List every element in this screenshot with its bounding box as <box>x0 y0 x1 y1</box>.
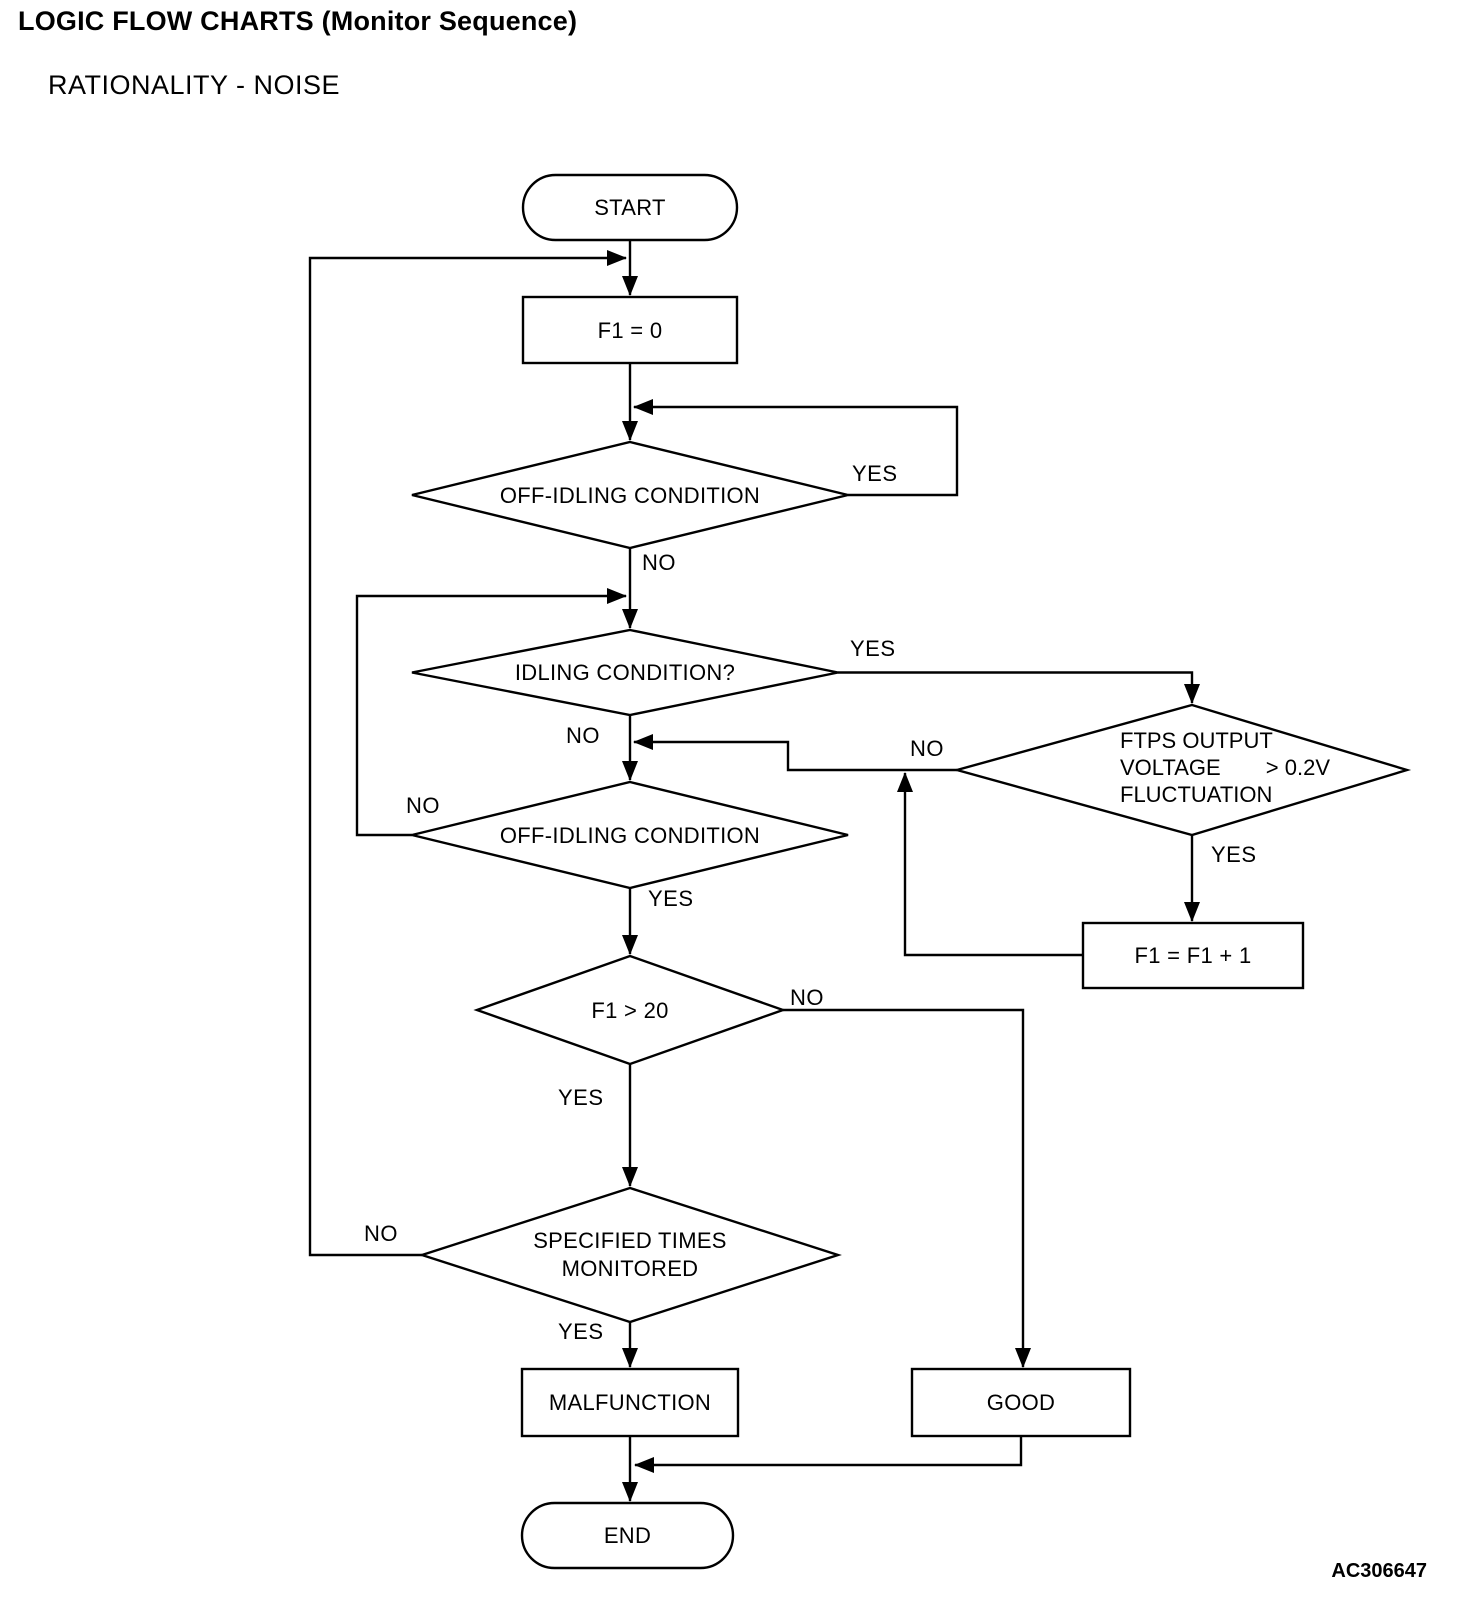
ftps-decision-shape <box>952 703 1412 837</box>
edge-off-idling-1-yes-loop <box>633 399 959 497</box>
f1-increment-process-shape <box>1081 921 1305 990</box>
specified-times-decision-shape <box>418 1186 842 1324</box>
idling-decision-shape <box>411 628 839 717</box>
end-terminator-shape <box>520 1501 735 1570</box>
f1-gt-20-decision-shape <box>473 954 787 1066</box>
good-process-shape <box>910 1367 1132 1438</box>
edge-f1-increment-return <box>897 772 1083 957</box>
edge-f1-gt-20-no-to-good <box>783 1008 1031 1368</box>
edge-idling-yes-to-ftps <box>838 671 1200 704</box>
start-terminator-shape <box>521 173 739 242</box>
off-idling-1-decision-shape <box>411 440 849 550</box>
edge-ftps-no-return <box>633 734 957 772</box>
edge-off-idling-2-no-loop <box>355 588 627 837</box>
off-idling-2-decision-shape <box>411 780 849 890</box>
page-title: LOGIC FLOW CHARTS (Monitor Sequence) <box>18 6 578 36</box>
f1-reset-process-shape <box>521 295 739 365</box>
malfunction-process-shape <box>520 1367 740 1438</box>
edge-specified-times-no-loop <box>308 250 627 1257</box>
page-subtitle: RATIONALITY - NOISE <box>48 70 341 100</box>
edge-good-merge-to-end <box>634 1436 1023 1473</box>
figure-code: AC306647 <box>1331 1560 1427 1582</box>
